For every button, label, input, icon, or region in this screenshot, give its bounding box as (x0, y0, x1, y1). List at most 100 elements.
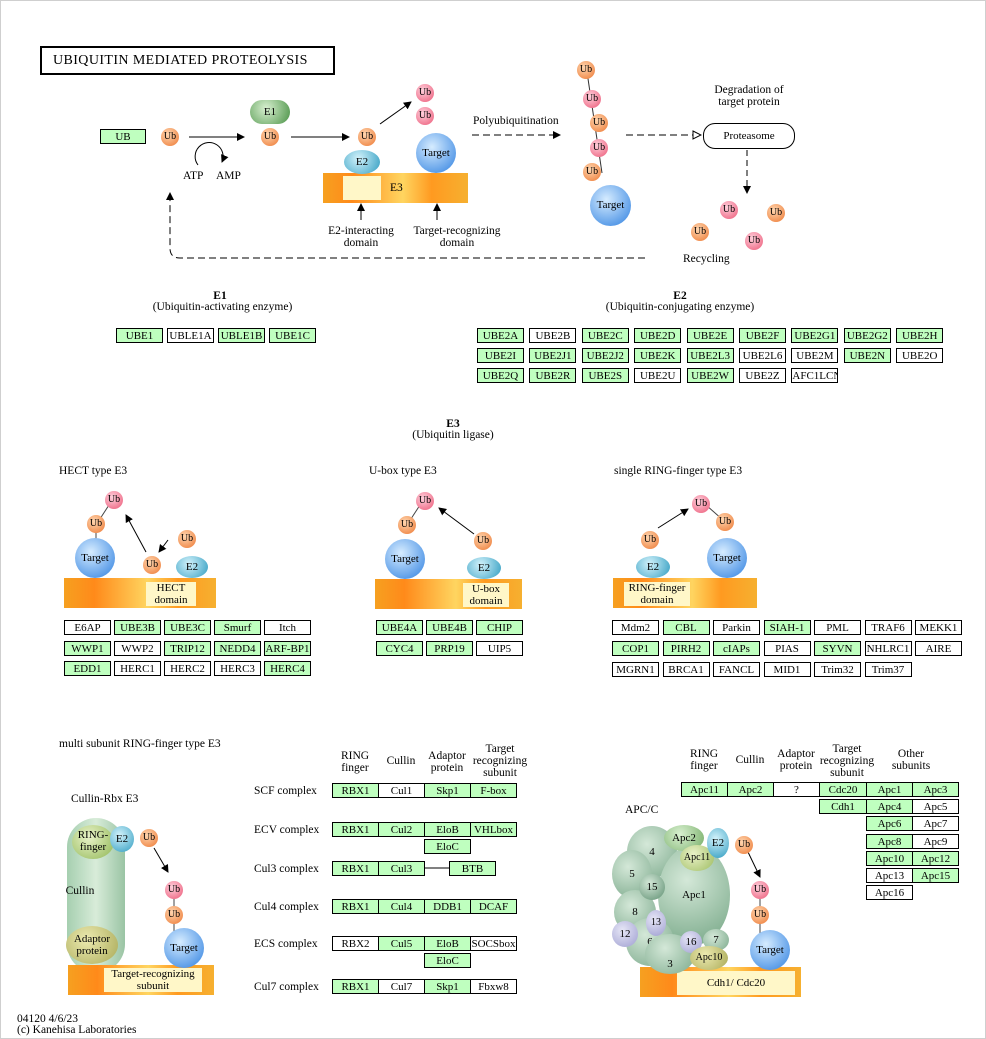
gene-box-cul2[interactable]: Cul2 (378, 822, 425, 837)
gene-box-pml[interactable]: PML (814, 620, 861, 635)
gene-box-trim32[interactable]: Trim32 (814, 662, 861, 677)
gene-box-ube2l3[interactable]: UBE2L3 (686, 348, 734, 363)
gene-box-apc16[interactable]: Apc16 (866, 885, 913, 901)
gene-box-cop1[interactable]: COP1 (612, 641, 659, 656)
proteasome[interactable]: Proteasome (703, 123, 795, 149)
gene-box-f-box[interactable]: F-box (470, 783, 517, 798)
ub-gene-box[interactable]: UB (100, 129, 146, 144)
gene-box-apc7[interactable]: Apc7 (912, 816, 959, 832)
gene-box-herc4[interactable]: HERC4 (264, 661, 311, 676)
gene-box-ube3c[interactable]: UBE3C (164, 620, 211, 635)
gene-box-ube4b[interactable]: UBE4B (426, 620, 473, 635)
gene-box-cyc4[interactable]: CYC4 (376, 641, 423, 656)
gene-box-apc9[interactable]: Apc9 (912, 833, 959, 849)
gene-box-apc1[interactable]: Apc1 (866, 782, 913, 797)
gene-box-herc3[interactable]: HERC3 (214, 661, 261, 676)
gene-box-fancl[interactable]: FANCL (713, 662, 760, 677)
gene-box--[interactable]: ? (773, 782, 820, 797)
gene-box-apc6[interactable]: Apc6 (866, 816, 913, 832)
gene-box-cdh1[interactable]: Cdh1 (819, 799, 867, 814)
gene-box-ciaps[interactable]: cIAPs (713, 641, 760, 656)
gene-box-smurf[interactable]: Smurf (214, 620, 261, 635)
gene-box-apc3[interactable]: Apc3 (912, 782, 959, 797)
gene-box-elob[interactable]: EloB (424, 936, 471, 951)
gene-box-siah-1[interactable]: SIAH-1 (763, 620, 811, 635)
gene-box-brca1[interactable]: BRCA1 (662, 662, 710, 677)
gene-box-rbx1[interactable]: RBX1 (332, 899, 379, 914)
gene-box-socsbox[interactable]: SOCSbox (470, 936, 517, 951)
gene-box-eloc[interactable]: EloC (424, 953, 471, 968)
gene-box-mdm2[interactable]: Mdm2 (612, 620, 659, 635)
gene-box-herc2[interactable]: HERC2 (164, 661, 211, 676)
gene-box-apc8[interactable]: Apc8 (866, 833, 913, 849)
gene-box-uble1a[interactable]: UBLE1A (167, 328, 214, 343)
gene-box-ube2g2[interactable]: UBE2G2 (843, 328, 891, 343)
gene-box-ube2a[interactable]: UBE2A (477, 328, 524, 343)
gene-box-ube2r[interactable]: UBE2R (529, 368, 577, 383)
gene-box-nhlrc1[interactable]: NHLRC1 (864, 641, 912, 656)
gene-box-prp19[interactable]: PRP19 (426, 641, 473, 656)
gene-box-pirh2[interactable]: PIRH2 (662, 641, 710, 656)
gene-box-elob[interactable]: EloB (424, 822, 471, 837)
gene-box-arf-bp1[interactable]: ARF-BP1 (264, 640, 311, 656)
gene-box-chip[interactable]: CHIP (476, 620, 523, 635)
gene-box-aire[interactable]: AIRE (915, 641, 962, 656)
gene-box-apc4[interactable]: Apc4 (866, 799, 913, 815)
gene-box-skp1[interactable]: Skp1 (424, 783, 471, 798)
gene-box-vhlbox[interactable]: VHLbox (470, 822, 517, 837)
gene-box-ube2e[interactable]: UBE2E (686, 328, 734, 343)
gene-box-ube2i[interactable]: UBE2I (477, 348, 524, 363)
gene-box-ube2g1[interactable]: UBE2G1 (791, 328, 839, 343)
gene-box-ube2f[interactable]: UBE2F (739, 328, 786, 343)
gene-box-ube2d[interactable]: UBE2D (634, 328, 682, 343)
gene-box-ube2h[interactable]: UBE2H (896, 328, 944, 343)
gene-box-cul1[interactable]: Cul1 (378, 783, 425, 798)
gene-box-ube2j1[interactable]: UBE2J1 (529, 348, 577, 363)
gene-box-ube2b[interactable]: UBE2B (529, 328, 577, 343)
gene-box-edd1[interactable]: EDD1 (64, 661, 111, 676)
gene-box-ube2j2[interactable]: UBE2J2 (581, 348, 629, 363)
gene-box-trip12[interactable]: TRIP12 (164, 640, 211, 656)
gene-box-ube2n[interactable]: UBE2N (843, 348, 891, 363)
gene-box-syvn[interactable]: SYVN (814, 641, 861, 656)
gene-box-ube2c[interactable]: UBE2C (581, 328, 629, 343)
gene-box-apc2[interactable]: Apc2 (727, 782, 774, 797)
gene-box-wwp1[interactable]: WWP1 (64, 640, 111, 656)
gene-box-ube2s[interactable]: UBE2S (581, 368, 629, 383)
gene-box-ube2u[interactable]: UBE2U (634, 368, 682, 383)
gene-box-dcaf[interactable]: DCAF (470, 899, 517, 914)
gene-box-cul7[interactable]: Cul7 (378, 979, 425, 994)
gene-box-ube3b[interactable]: UBE3B (114, 620, 161, 635)
gene-box-apc11[interactable]: Apc11 (681, 782, 728, 797)
gene-box-rbx2[interactable]: RBX2 (332, 936, 379, 951)
gene-box-itch[interactable]: Itch (264, 620, 311, 635)
gene-box-pias[interactable]: PIAS (763, 641, 811, 656)
gene-box-nedd4[interactable]: NEDD4 (214, 640, 261, 656)
gene-box-btb[interactable]: BTB (449, 861, 496, 876)
gene-box-ube2w[interactable]: UBE2W (686, 368, 734, 383)
gene-box-e6ap[interactable]: E6AP (64, 620, 111, 635)
gene-box-cul4[interactable]: Cul4 (378, 899, 425, 914)
gene-box-ube4a[interactable]: UBE4A (376, 620, 423, 635)
gene-box-fbxw8[interactable]: Fbxw8 (470, 979, 517, 994)
gene-box-rbx1[interactable]: RBX1 (332, 979, 379, 994)
gene-box-mekk1[interactable]: MEKK1 (915, 620, 962, 635)
gene-box-ube2k[interactable]: UBE2K (634, 348, 682, 363)
gene-box-cul3[interactable]: Cul3 (378, 861, 425, 876)
gene-box-ube2z[interactable]: UBE2Z (739, 368, 786, 383)
gene-box-wwp2[interactable]: WWP2 (114, 640, 161, 656)
gene-box-traf6[interactable]: TRAF6 (864, 620, 912, 635)
gene-box-rbx1[interactable]: RBX1 (332, 822, 379, 837)
gene-box-cul5[interactable]: Cul5 (378, 936, 425, 951)
gene-box-cdc20[interactable]: Cdc20 (819, 782, 867, 797)
gene-box-afc1lcn[interactable]: AFC1LCN (791, 368, 839, 383)
gene-box-ube2q[interactable]: UBE2Q (477, 368, 524, 383)
gene-box-ube2o[interactable]: UBE2O (896, 348, 944, 363)
gene-box-ube2l6[interactable]: UBE2L6 (739, 348, 786, 363)
gene-box-mgrn1[interactable]: MGRN1 (612, 662, 659, 677)
gene-box-cbl[interactable]: CBL (662, 620, 710, 635)
gene-box-apc15[interactable]: Apc15 (912, 868, 959, 883)
gene-box-rbx1[interactable]: RBX1 (332, 861, 379, 876)
gene-box-ube2m[interactable]: UBE2M (791, 348, 839, 363)
gene-box-apc5[interactable]: Apc5 (912, 799, 959, 815)
